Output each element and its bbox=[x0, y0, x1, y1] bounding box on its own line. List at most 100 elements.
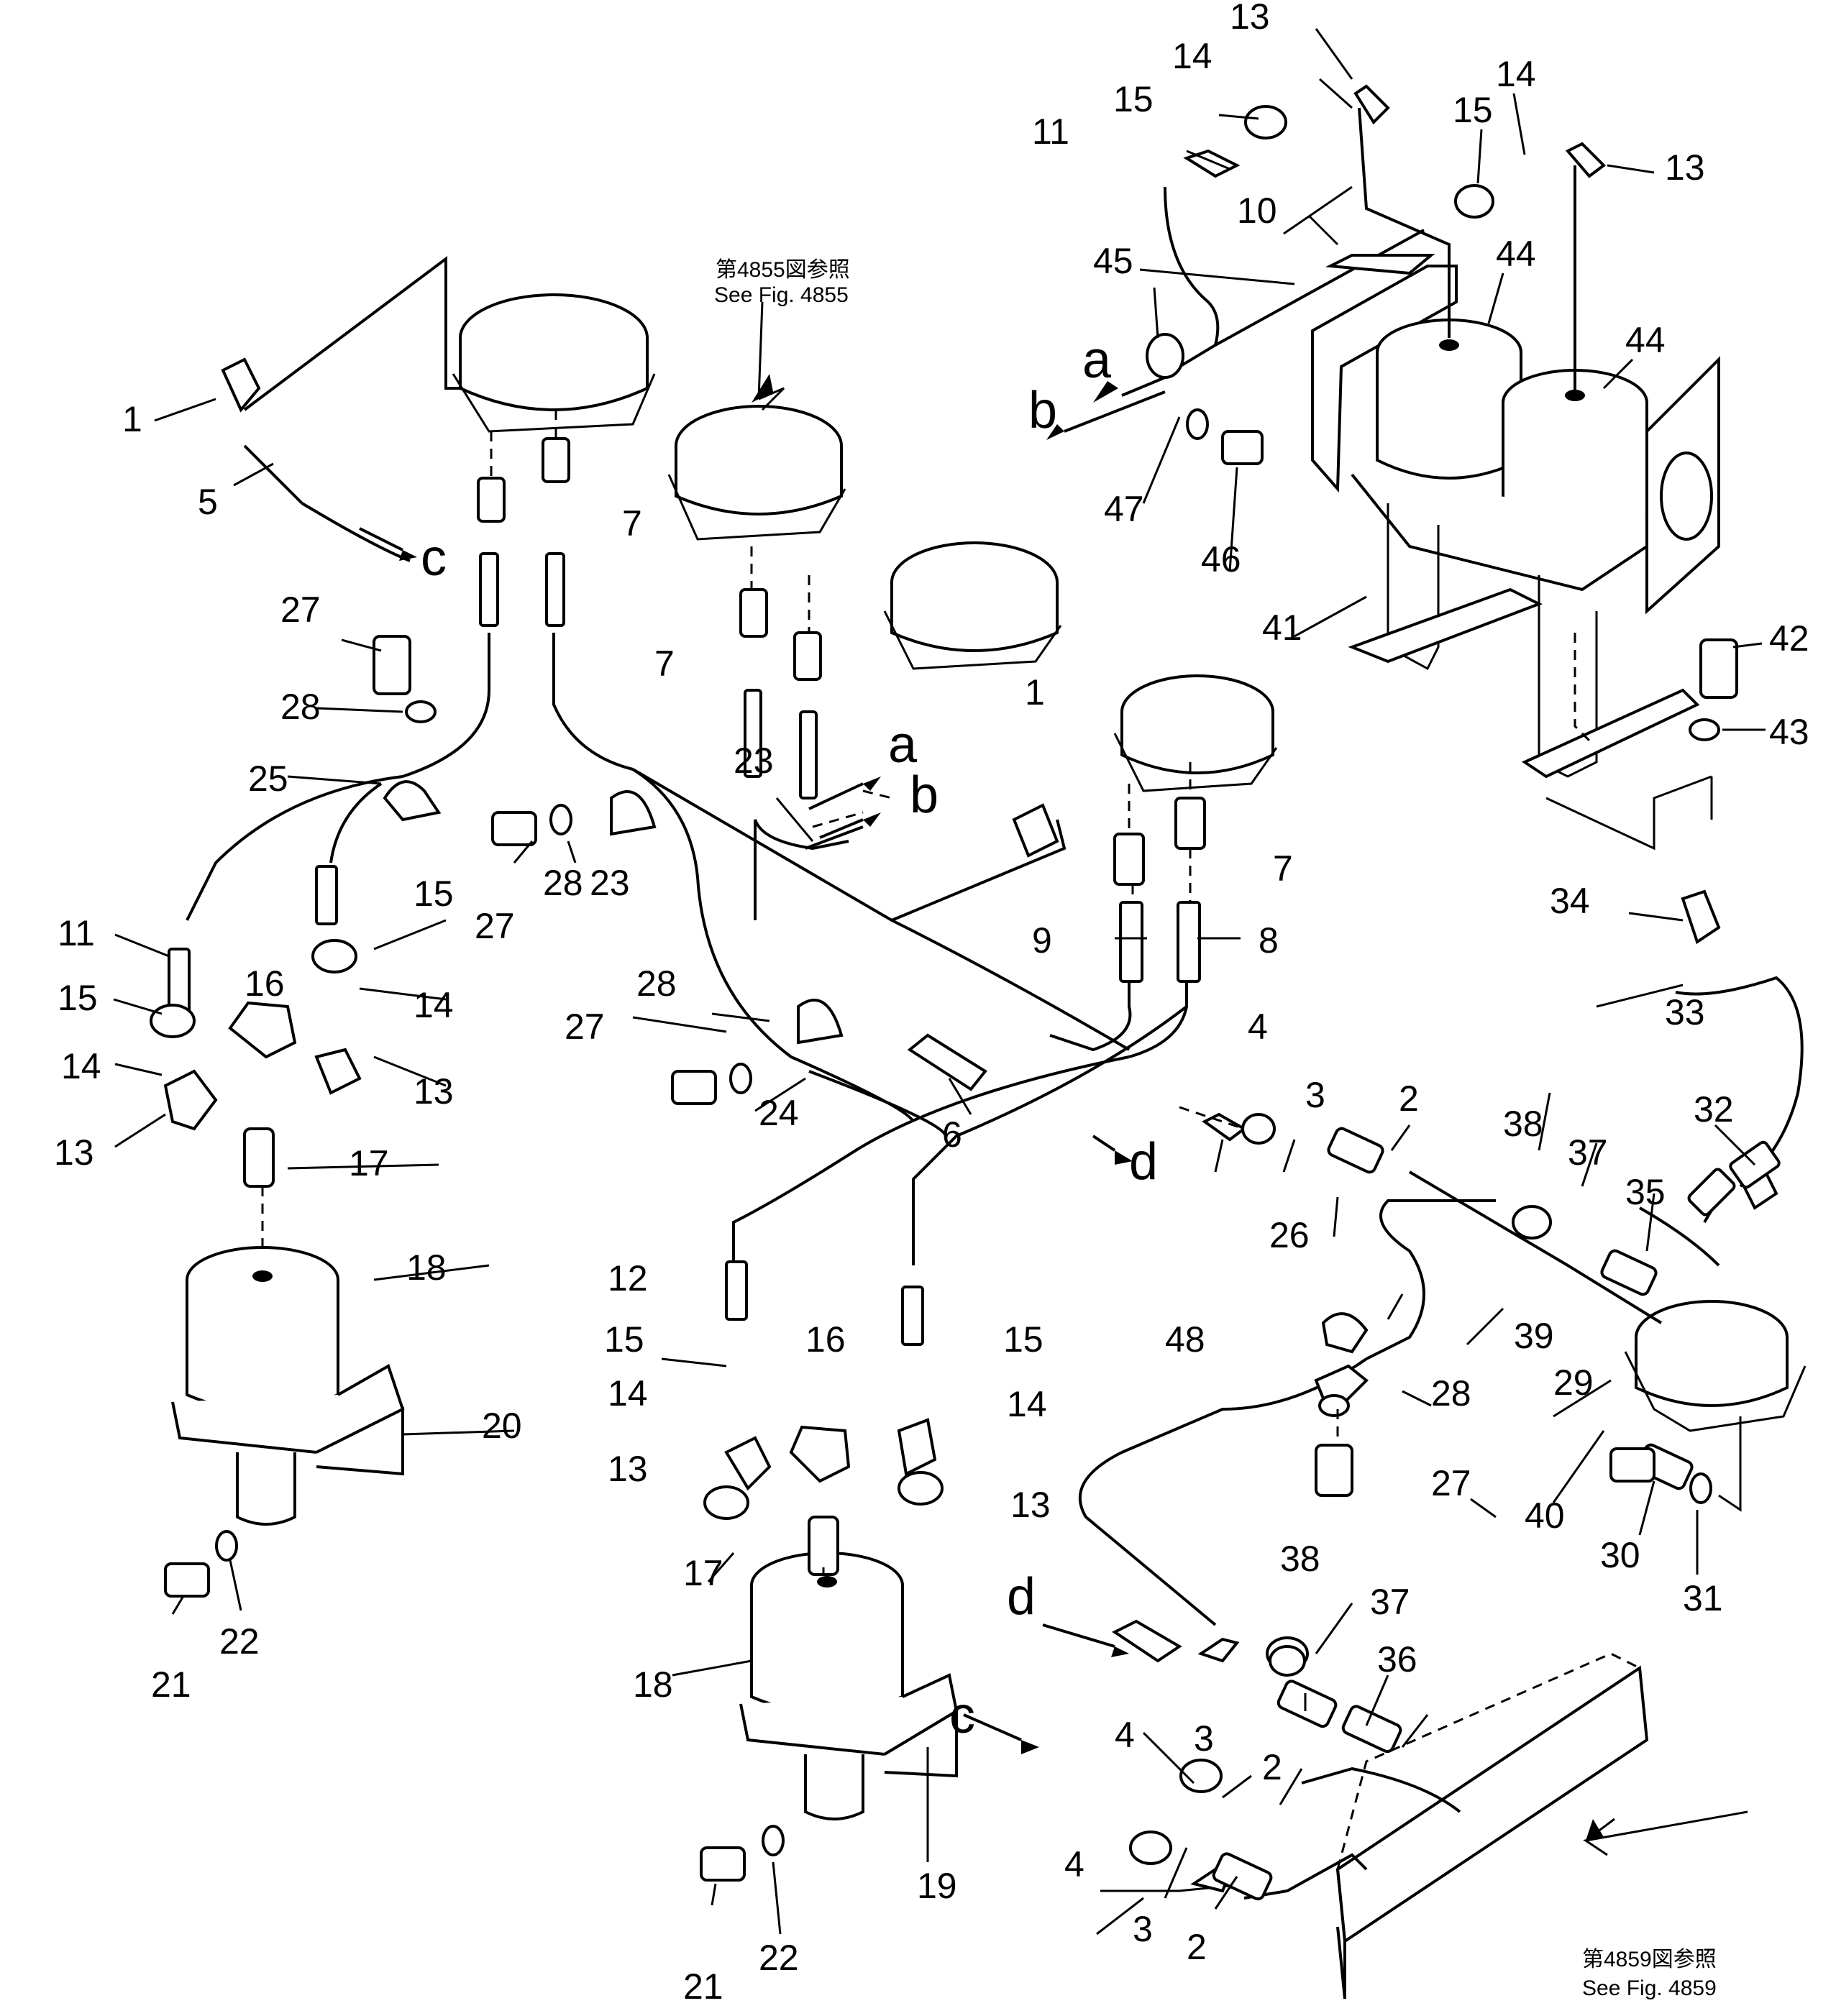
part-label: 11 bbox=[58, 913, 95, 953]
part-label: 32 bbox=[1694, 1089, 1734, 1130]
part-label: 41 bbox=[1262, 608, 1302, 648]
part-label: 11 bbox=[1032, 111, 1069, 152]
part-label: 18 bbox=[406, 1247, 447, 1288]
center-lines bbox=[261, 410, 1591, 1575]
connection-letters: a b c a b d d c bbox=[421, 331, 1158, 1744]
part-label: 14 bbox=[1172, 36, 1212, 76]
part-label: 21 bbox=[683, 1966, 723, 2007]
part-label: 39 bbox=[1514, 1316, 1554, 1356]
part-label: 3 bbox=[1194, 1718, 1214, 1759]
part-label: 27 bbox=[280, 590, 321, 630]
letter-b: b bbox=[1028, 382, 1057, 439]
part-label: 34 bbox=[1550, 881, 1590, 921]
reference-4859: 第4859図参照 See Fig. 4859 bbox=[1582, 1948, 1717, 2000]
part-label: 2 bbox=[1399, 1078, 1419, 1119]
part-label: 10 bbox=[1237, 191, 1277, 231]
part-label: 15 bbox=[1453, 90, 1493, 130]
part-label: 35 bbox=[1625, 1172, 1666, 1212]
part-label: 14 bbox=[608, 1373, 648, 1414]
part-label: 22 bbox=[759, 1938, 799, 1978]
part-label: 27 bbox=[475, 906, 515, 946]
reference-4855-en: See Fig. 4855 bbox=[714, 283, 849, 307]
part-label: 18 bbox=[633, 1664, 673, 1705]
terminal-block bbox=[1335, 1652, 1649, 1999]
letter-d: d bbox=[1129, 1133, 1158, 1191]
letter-a: a bbox=[888, 716, 918, 774]
part-label: 43 bbox=[1769, 712, 1809, 752]
part-label: 5 bbox=[198, 482, 218, 522]
part-label: 26 bbox=[1269, 1215, 1310, 1255]
part-number-labels: 1 1 2 2 2 3 3 3 4 4 4 5 6 7 7 7 8 9 10 1… bbox=[54, 0, 1809, 2007]
part-label: 15 bbox=[604, 1319, 644, 1360]
part-label: 17 bbox=[683, 1553, 723, 1593]
part-label: 30 bbox=[1600, 1535, 1640, 1575]
reference-4855-jp: 第4855図参照 bbox=[716, 258, 850, 282]
part-label: 8 bbox=[1259, 920, 1279, 961]
part-label: 16 bbox=[805, 1319, 846, 1360]
part-label: 31 bbox=[1683, 1578, 1723, 1618]
reference-4859-en: See Fig. 4859 bbox=[1582, 1976, 1717, 2000]
part-label: 27 bbox=[565, 1007, 605, 1047]
part-label: 44 bbox=[1496, 234, 1536, 274]
flow-arrows bbox=[359, 374, 1604, 1841]
part-label: 15 bbox=[1003, 1319, 1043, 1360]
part-label: 38 bbox=[1503, 1104, 1543, 1144]
part-label: 2 bbox=[1262, 1747, 1282, 1787]
part-label: 23 bbox=[590, 863, 630, 903]
part-label: 20 bbox=[482, 1406, 522, 1446]
valve-top-left bbox=[452, 293, 656, 433]
part-label: 4 bbox=[1248, 1007, 1268, 1047]
part-label: 37 bbox=[1370, 1582, 1410, 1622]
reference-4855: 第4855図参照 See Fig. 4855 bbox=[714, 258, 850, 307]
reference-4859-jp: 第4859図参照 bbox=[1582, 1948, 1717, 1971]
part-label: 14 bbox=[1496, 54, 1536, 94]
part-label: 13 bbox=[54, 1132, 94, 1173]
part-label: 1 bbox=[1025, 672, 1045, 713]
part-label: 28 bbox=[543, 863, 583, 903]
hose-lines bbox=[186, 107, 1804, 1900]
part-label: 21 bbox=[151, 1664, 191, 1705]
leader-lines bbox=[113, 28, 1766, 1935]
part-label: 48 bbox=[1165, 1319, 1205, 1360]
part-label: 42 bbox=[1769, 618, 1809, 659]
filter-18-bottom bbox=[739, 1552, 959, 1820]
part-label: 36 bbox=[1377, 1639, 1417, 1680]
part-label: 13 bbox=[1010, 1485, 1051, 1525]
part-label: 7 bbox=[654, 643, 675, 684]
part-label: 4 bbox=[1064, 1844, 1084, 1884]
letter-a: a bbox=[1082, 331, 1112, 389]
part-label: 45 bbox=[1093, 241, 1133, 281]
part-label: 44 bbox=[1625, 320, 1666, 360]
part-label: 15 bbox=[58, 978, 98, 1018]
part-label: 15 bbox=[1113, 79, 1154, 119]
part-label: 14 bbox=[1007, 1384, 1047, 1424]
part-label: 7 bbox=[622, 503, 642, 544]
part-label: 3 bbox=[1133, 1909, 1153, 1949]
filter-18-left bbox=[171, 1246, 405, 1526]
part-label: 4 bbox=[1115, 1715, 1135, 1755]
part-label: 17 bbox=[349, 1143, 389, 1183]
part-label: 13 bbox=[1665, 147, 1705, 188]
part-label: 14 bbox=[61, 1046, 101, 1086]
part-label: 14 bbox=[414, 985, 454, 1025]
valve-29 bbox=[1624, 1300, 1807, 1432]
valve-right bbox=[1113, 674, 1278, 792]
part-label: 13 bbox=[608, 1449, 648, 1489]
part-label: 19 bbox=[917, 1866, 957, 1906]
part-label: 28 bbox=[636, 963, 677, 1004]
fittings bbox=[150, 84, 1781, 1901]
bolts-washers-clamps bbox=[164, 333, 1738, 1882]
part-label: 7 bbox=[1273, 848, 1293, 889]
part-label: 16 bbox=[245, 963, 285, 1004]
part-label: 25 bbox=[248, 759, 288, 799]
part-label: 40 bbox=[1525, 1495, 1565, 1536]
part-label: 2 bbox=[1187, 1927, 1207, 1967]
part-label: 46 bbox=[1201, 539, 1241, 579]
part-label: 6 bbox=[942, 1114, 962, 1155]
part-label: 37 bbox=[1568, 1132, 1608, 1173]
valve-upper-middle bbox=[667, 405, 846, 541]
part-label: 28 bbox=[280, 687, 321, 727]
part-label: 15 bbox=[414, 874, 454, 914]
part-label: 23 bbox=[734, 741, 774, 781]
